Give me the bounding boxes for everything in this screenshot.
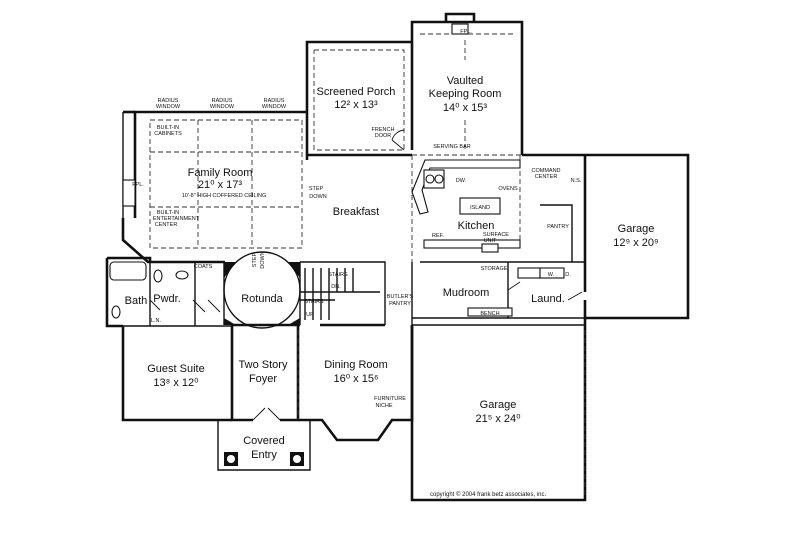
keeping-room-name-2: Keeping Room: [429, 88, 502, 100]
note-bench: BENCH: [480, 311, 499, 317]
note-radius-window-1: RADIUS: [158, 98, 179, 104]
keeping-room-name-1: Vaulted: [447, 75, 484, 87]
note-french-door-2: DOOR: [375, 133, 392, 139]
family-room-dim: 21⁰ x 17³: [198, 179, 242, 191]
note-stairs-dn-1: STAIRS: [328, 272, 348, 278]
stairs: [300, 268, 380, 320]
dashed-lines: [149, 33, 586, 495]
note-radius-window-3b: WINDOW: [262, 104, 287, 110]
powder-name: Pwdr.: [153, 293, 181, 305]
doors: [149, 129, 583, 421]
note-built-in-ent-1: BUILT-IN: [157, 210, 179, 216]
note-fpl-left: FPL.: [132, 182, 144, 188]
note-w: W.: [548, 272, 555, 278]
fixtures: [109, 23, 565, 466]
guest-suite-dim: 13⁸ x 12⁰: [153, 377, 199, 389]
note-ln: L.N.: [151, 318, 162, 324]
note-dw: DW.: [456, 178, 467, 184]
keeping-room-dim: 14⁰ x 15³: [443, 102, 487, 114]
garage-main-name: Garage: [480, 399, 517, 411]
note-butlers-pantry-2: PANTRY: [389, 301, 411, 307]
note-serving-bar: SERVING BAR: [433, 144, 471, 150]
note-island: ISLAND: [470, 205, 490, 211]
garage-main-dim: 21⁵ x 24⁰: [475, 413, 521, 425]
notes: FPL. FPL. RADIUS WINDOW RADIUS WINDOW RA…: [132, 29, 582, 409]
note-stairs-up-2: UP: [306, 312, 314, 318]
note-step-down-rot-1: STEP: [252, 252, 258, 267]
note-french-door-1: FRENCH: [372, 127, 395, 133]
laundry-name: Laund.: [531, 293, 565, 305]
note-fpl-top: FPL.: [460, 29, 472, 35]
note-coats: COATS: [194, 264, 213, 270]
garage-right-dim: 12⁹ x 20⁹: [613, 237, 659, 249]
note-d: D.: [565, 272, 571, 278]
bath-name: Bath: [125, 295, 148, 307]
note-ns: N.S.: [571, 178, 582, 184]
mudroom-name: Mudroom: [443, 287, 489, 299]
foyer-name-2: Foyer: [249, 373, 277, 385]
note-command-center-2: CENTER: [535, 174, 558, 180]
note-butlers-pantry-1: BUTLER'S: [387, 294, 414, 300]
note-ovens: OVENS: [498, 186, 518, 192]
screened-porch-dim: 12² x 13³: [334, 99, 378, 111]
note-pantry: PANTRY: [547, 224, 569, 230]
note-surface-unit-2: UNIT: [484, 238, 497, 244]
room-labels: Screened Porch 12² x 13³ Vaulted Keeping…: [125, 75, 659, 461]
walls: [105, 12, 690, 502]
note-built-in-cabinets-2: CABINETS: [154, 131, 182, 137]
note-surface-unit-1: SURFACE: [483, 232, 509, 238]
note-step-down-2: DOWN: [309, 194, 326, 200]
note-radius-window-1b: WINDOW: [156, 104, 181, 110]
note-furniture-niche-1: FURNITURE: [374, 396, 406, 402]
family-room-name: Family Room: [188, 167, 253, 179]
note-stairs-dn-2: DN.: [331, 284, 341, 290]
dining-room-name: Dining Room: [324, 359, 388, 371]
garage-right-name: Garage: [618, 223, 655, 235]
note-ref: REF.: [432, 233, 444, 239]
note-radius-window-2: RADIUS: [212, 98, 233, 104]
note-radius-window-2b: WINDOW: [210, 104, 235, 110]
family-room-ceiling: 10'-8" HIGH COFFERED CEILING: [182, 193, 267, 199]
kitchen-name: Kitchen: [458, 220, 495, 232]
copyright: copyright © 2004 frank betz associates, …: [430, 491, 546, 498]
covered-entry-name-1: Covered: [243, 435, 285, 447]
note-step-down-rot-2: DOWN: [260, 251, 266, 268]
note-radius-window-3: RADIUS: [264, 98, 285, 104]
breakfast-name: Breakfast: [333, 206, 379, 218]
screened-porch-name: Screened Porch: [317, 86, 396, 98]
note-step-down-1: STEP: [309, 186, 324, 192]
covered-entry-name-2: Entry: [251, 449, 277, 461]
dining-room-dim: 16⁰ x 15⁶: [333, 373, 378, 385]
note-command-center-1: COMMAND: [531, 168, 560, 174]
note-furniture-niche-2: NICHE: [375, 403, 392, 409]
note-storage: STORAGE: [481, 266, 508, 272]
note-built-in-ent-3: CENTER: [155, 222, 178, 228]
note-built-in-ent-2: ENTERTAINMENT: [153, 216, 200, 222]
guest-suite-name: Guest Suite: [147, 363, 204, 375]
note-stairs-up-1: STAIRS: [304, 299, 324, 305]
note-built-in-cabinets-1: BUILT-IN: [157, 125, 179, 131]
rotunda-name: Rotunda: [241, 293, 283, 305]
foyer-name-1: Two Story: [239, 359, 288, 371]
rotunda: [223, 251, 301, 329]
